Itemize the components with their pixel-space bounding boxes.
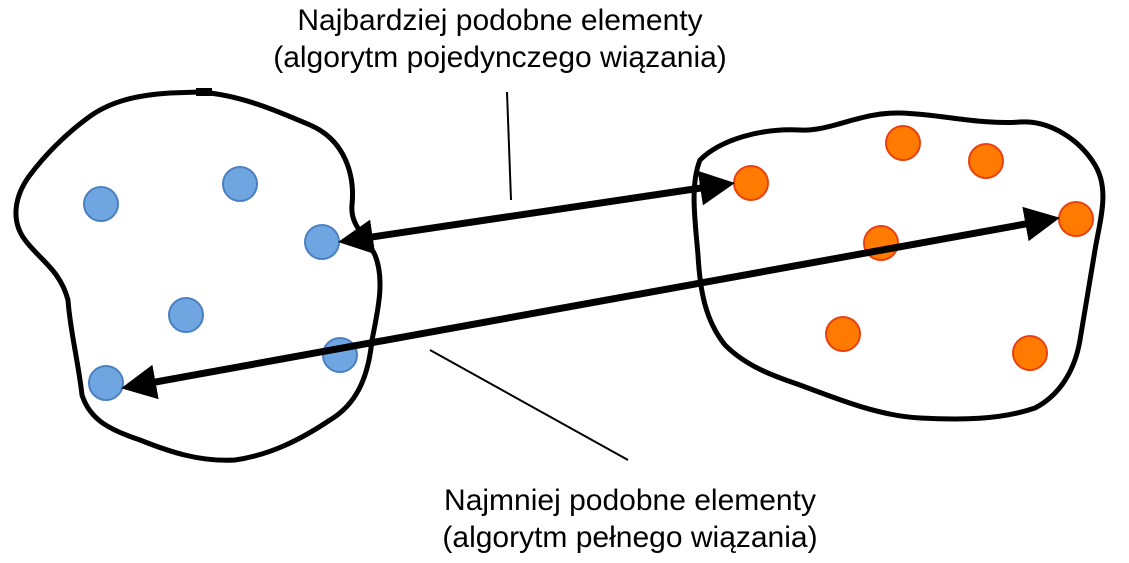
right-point-6: [825, 316, 861, 352]
right-point-7: [1012, 335, 1048, 371]
single-linkage-caption-line2: (algorytm pojedynczego wiązania): [273, 41, 727, 74]
left-point-4: [168, 297, 204, 333]
complete-linkage-caption-line1: Najmniej podobne elementy: [444, 484, 816, 517]
single-linkage-caption: Najbardziej podobne elementy (algorytm p…: [200, 2, 800, 76]
complete-linkage-caption: Najmniej podobne elementy (algorytm pełn…: [330, 482, 930, 556]
right-point-4: [1058, 201, 1094, 237]
right-cluster-points: [733, 125, 1094, 371]
left-point-2: [222, 166, 258, 202]
right-point-3: [733, 165, 769, 201]
complete-linkage-arrow: [121, 206, 1060, 400]
left-point-3: [304, 224, 340, 260]
single-linkage-arrow: [338, 170, 735, 255]
complete-linkage-caption-line2: (algorytm pełnego wiązania): [442, 521, 818, 554]
left-cluster-outline: [13, 89, 383, 463]
left-cluster-points: [83, 166, 358, 401]
right-point-2: [968, 143, 1004, 179]
right-point-1: [885, 125, 921, 161]
left-cluster-outline-notch: [196, 88, 212, 96]
complete-linkage-leader-line: [429, 349, 629, 461]
left-point-6: [88, 365, 124, 401]
single-linkage-caption-line1: Najbardziej podobne elementy: [297, 4, 703, 37]
single-linkage-leader-line: [506, 91, 512, 201]
left-point-1: [83, 186, 119, 222]
